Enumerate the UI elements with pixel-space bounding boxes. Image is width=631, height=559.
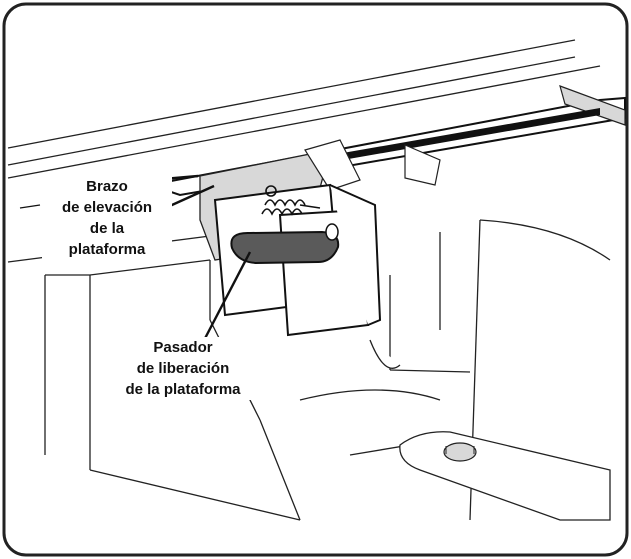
nut-shape xyxy=(443,442,477,462)
release-pin-label-line-3: de la plataforma xyxy=(108,379,258,400)
release-pin-handle xyxy=(230,223,340,265)
lift-arm-label-line-3: de la xyxy=(42,218,172,239)
release-pin-label: Pasador de liberación de la plataforma xyxy=(108,337,258,400)
frame-lines xyxy=(7,39,601,263)
release-pin-label-line-2: de liberación xyxy=(108,358,258,379)
lift-arm-label: Brazo de elevación de la plataforma xyxy=(42,176,172,260)
lift-arm-label-line-2: de elevación xyxy=(42,197,172,218)
lift-arm-label-line-4: plataforma xyxy=(42,239,172,260)
base-plate xyxy=(399,431,611,521)
spring xyxy=(261,185,321,216)
left-structure xyxy=(44,259,301,521)
lift-arm-label-line-1: Brazo xyxy=(42,176,172,197)
release-pin-pointer xyxy=(198,251,252,349)
release-pin-label-line-1: Pasador xyxy=(108,337,258,358)
